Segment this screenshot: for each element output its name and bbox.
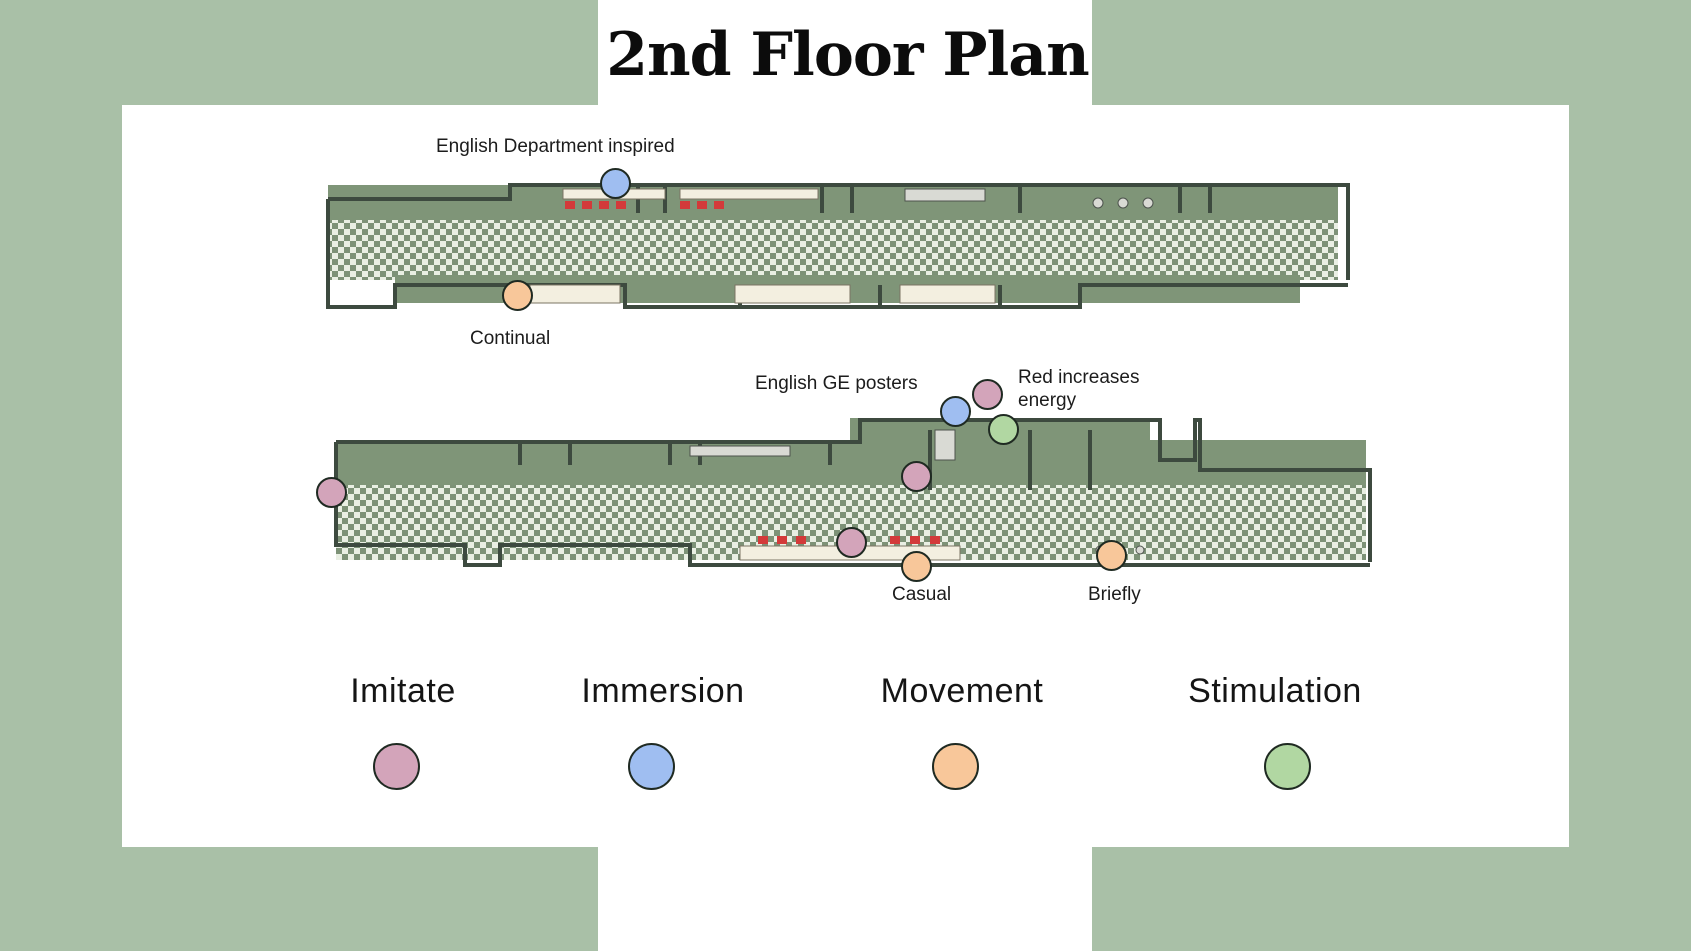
lower-walls: [334, 418, 1372, 567]
upper-benches: [529, 188, 996, 304]
callout-english-ge-posters: English GE posters: [755, 373, 918, 394]
marker-imitate-counter: [836, 527, 867, 558]
upper-tables: [904, 188, 1154, 209]
floor-plan-upper-wing: [326, 183, 1350, 309]
legend-dot-imitate: [373, 743, 420, 790]
upper-room-strip: [328, 185, 1338, 223]
upper-corridor: [328, 220, 1338, 280]
page-title: 2nd Floor Plan: [606, 20, 1090, 90]
callout-english-department: English Department inspired: [436, 136, 675, 157]
marker-immersion-ge-posters: [940, 396, 971, 427]
marker-movement-casual: [901, 551, 932, 582]
callout-casual: Casual: [892, 584, 952, 605]
callout-red-energy-line1: Red increases: [1018, 367, 1140, 388]
marker-imitate-core-room: [901, 461, 932, 492]
legend-dot-movement: [932, 743, 979, 790]
marker-immersion-english-department: [600, 168, 631, 199]
marker-movement-continual: [502, 280, 533, 311]
legend-dot-immersion: [628, 743, 675, 790]
legend-label-imitate: Imitate: [350, 672, 456, 710]
marker-movement-briefly: [1096, 540, 1127, 571]
legend-dot-stimulation: [1264, 743, 1311, 790]
legend-label-immersion: Immersion: [581, 672, 745, 710]
marker-stimulation-red-energy: [988, 414, 1019, 445]
callout-red-energy-line2: energy: [1018, 390, 1077, 411]
callout-briefly: Briefly: [1088, 584, 1141, 605]
lower-red-chairs: [758, 536, 940, 544]
legend-label-movement: Movement: [880, 672, 1044, 710]
marker-imitate-west-entrance: [316, 477, 347, 508]
legend-label-stimulation: Stimulation: [1188, 672, 1362, 710]
callout-continual: Continual: [470, 328, 551, 349]
marker-imitate-red-energy: [972, 379, 1003, 410]
upper-red-chairs: [565, 201, 724, 209]
